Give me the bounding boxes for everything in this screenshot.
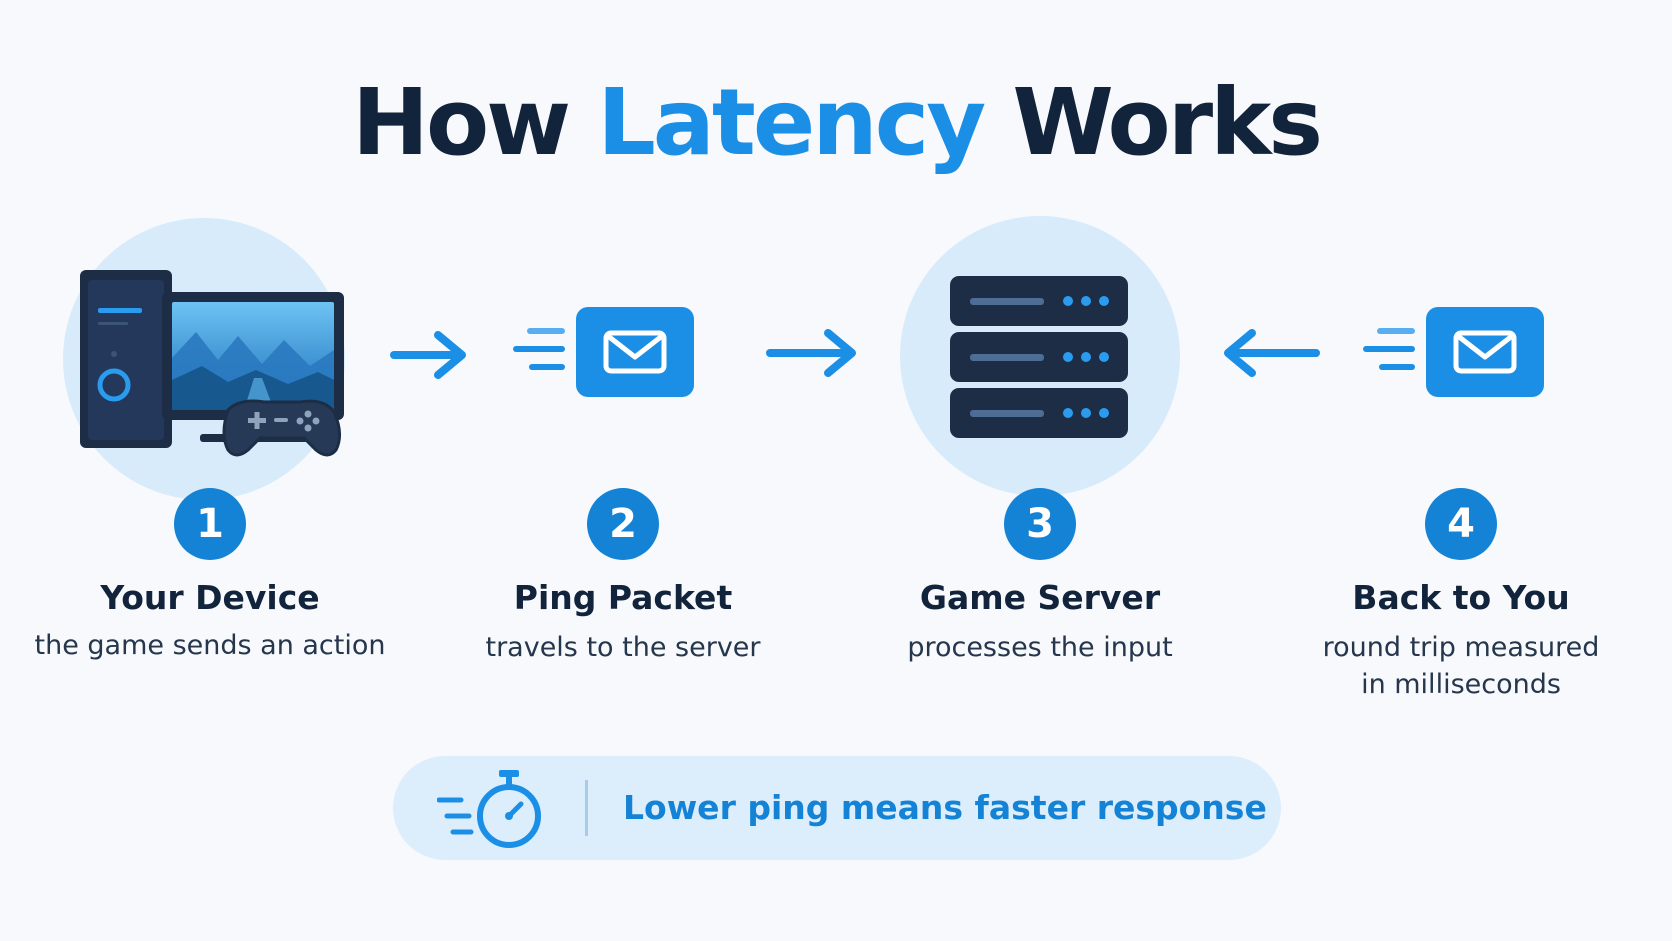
step-3-desc: processes the input xyxy=(830,630,1250,667)
arrow-right-icon xyxy=(766,328,860,382)
gaming-pc-icon xyxy=(78,262,348,466)
step-2-title: Ping Packet xyxy=(513,578,733,617)
step-1-desc: the game sends an action xyxy=(0,628,420,665)
step-4-desc: round trip measured in milliseconds xyxy=(1251,630,1671,703)
banner-text: Lower ping means faster response xyxy=(623,788,1267,827)
step-4-desc-line-2: in milliseconds xyxy=(1361,668,1561,700)
server-icon xyxy=(948,274,1132,446)
step-4-number: 4 xyxy=(1425,488,1497,560)
stopwatch-icon xyxy=(436,766,547,856)
envelope-icon xyxy=(510,305,700,405)
step-3-title: Game Server xyxy=(919,578,1161,617)
step-1-number: 1 xyxy=(174,488,246,560)
step-2-desc-line: travels to the server xyxy=(485,632,761,663)
step-1-desc-line: the game sends an action xyxy=(34,630,386,661)
arrow-left-icon xyxy=(1220,328,1320,382)
step-1-title: Your Device xyxy=(100,578,320,617)
step-4-desc-line-1: round trip measured xyxy=(1322,632,1600,663)
step-2-number: 2 xyxy=(587,488,659,560)
step-2-desc: travels to the server xyxy=(413,630,833,667)
envelope-icon xyxy=(1360,305,1550,405)
step-3-desc-line: processes the input xyxy=(907,632,1173,663)
step-4-title: Back to You xyxy=(1352,578,1570,617)
title-suffix: Works xyxy=(1012,69,1323,176)
page-title: How Latency Works xyxy=(0,68,1672,178)
title-highlight: Latency xyxy=(597,69,986,176)
title-prefix: How xyxy=(351,69,571,176)
step-3-number: 3 xyxy=(1004,488,1076,560)
banner-divider xyxy=(585,780,588,836)
tip-banner: Lower ping means faster response xyxy=(393,756,1281,860)
arrow-right-icon xyxy=(390,330,470,384)
